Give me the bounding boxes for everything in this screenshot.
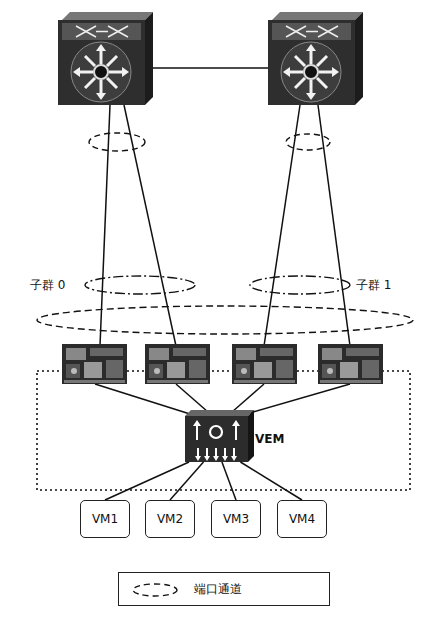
vm-name: VM1 — [92, 512, 118, 526]
connector — [105, 462, 189, 500]
vm-box: VM2 — [145, 500, 195, 538]
vm-box: VM3 — [211, 500, 261, 538]
core-switch — [268, 12, 363, 105]
virtual-switch: VEM — [185, 416, 248, 462]
server-nic — [232, 344, 297, 384]
vm-box: VM4 — [277, 500, 327, 538]
server-nic — [318, 344, 383, 384]
vm-name: VM4 — [289, 512, 315, 526]
group-label: 子群 0 — [30, 277, 65, 294]
connector — [240, 462, 302, 500]
vm-name: VM3 — [223, 512, 249, 526]
group-label: 子群 1 — [356, 277, 391, 294]
vm-box: VM1 — [80, 500, 130, 538]
server-nic — [62, 344, 127, 384]
legend-sample — [127, 580, 187, 600]
connector — [222, 462, 236, 500]
server-nic — [145, 344, 210, 384]
vm-name: VM2 — [157, 512, 183, 526]
legend-box: 端口通道 — [118, 572, 330, 606]
connector — [170, 462, 203, 500]
core-switch — [58, 12, 153, 105]
legend-text: 端口通道 — [194, 581, 242, 598]
switch-label: VEM — [255, 432, 284, 446]
vem-switch-icon — [185, 410, 254, 462]
